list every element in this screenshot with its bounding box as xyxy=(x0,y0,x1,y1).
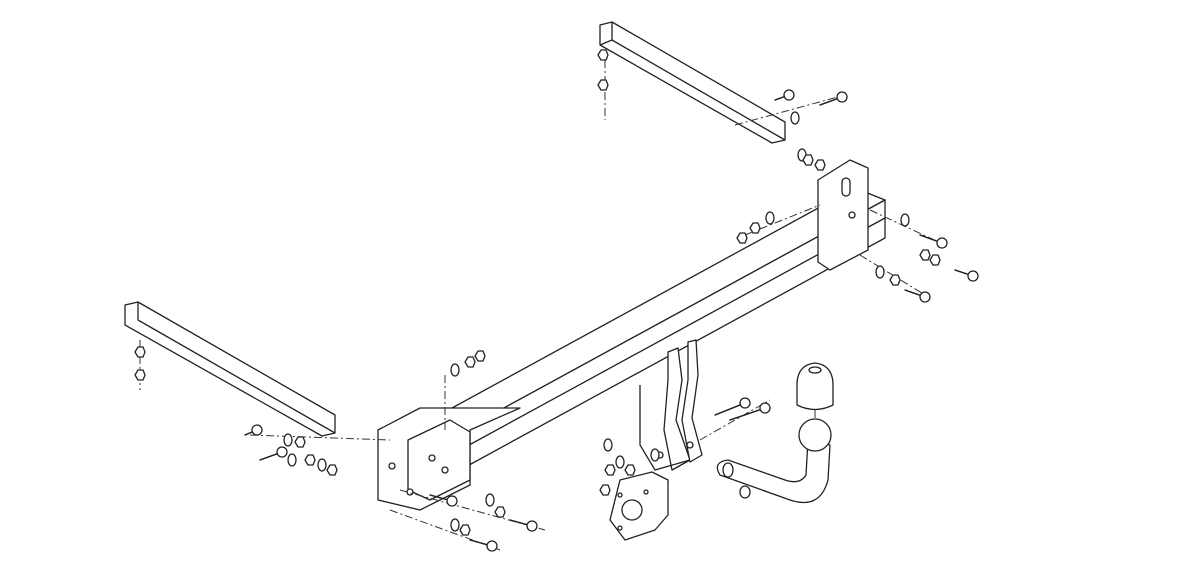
crossbar-beam xyxy=(429,187,886,471)
washer xyxy=(765,211,775,225)
nut xyxy=(134,346,146,358)
nut xyxy=(604,464,616,476)
nut xyxy=(326,464,338,476)
bolt-head xyxy=(836,91,848,103)
nut xyxy=(814,159,826,171)
nut xyxy=(624,464,636,476)
washer xyxy=(287,453,297,467)
washer xyxy=(650,448,660,462)
right-bracket xyxy=(817,159,869,271)
nut xyxy=(736,232,748,244)
washer xyxy=(615,455,625,469)
nut xyxy=(459,524,471,536)
bolt-shank-fill xyxy=(729,407,766,421)
nut xyxy=(919,249,931,261)
nut xyxy=(494,506,506,518)
nut xyxy=(599,484,611,496)
bolt-head xyxy=(967,270,979,282)
nut xyxy=(929,254,941,266)
tow-ball-cap xyxy=(796,362,834,411)
bolt-head xyxy=(276,446,288,458)
washer xyxy=(450,363,460,377)
bolt-head xyxy=(936,237,948,249)
nut xyxy=(597,49,609,61)
nut xyxy=(597,79,609,91)
nut xyxy=(802,154,814,166)
bolt-head xyxy=(759,402,771,414)
bolt-head xyxy=(446,495,458,507)
center-drop-bracket xyxy=(639,339,703,471)
washer xyxy=(790,111,800,125)
left-mounting-arm xyxy=(124,301,336,437)
nut xyxy=(464,356,476,368)
washer xyxy=(317,458,327,472)
electrical-socket-plate xyxy=(609,471,669,541)
washer xyxy=(283,433,293,447)
right-mounting-arm xyxy=(599,21,786,144)
nut xyxy=(889,274,901,286)
washer xyxy=(450,518,460,532)
washer xyxy=(485,493,495,507)
bolt-head xyxy=(739,397,751,409)
bolt-head xyxy=(526,520,538,532)
nut xyxy=(474,350,486,362)
bolt-head xyxy=(919,291,931,303)
nut xyxy=(134,369,146,381)
tow-ball-neck xyxy=(716,418,832,504)
washer xyxy=(875,265,885,279)
nut xyxy=(749,222,761,234)
washer xyxy=(603,438,613,452)
bolt-head xyxy=(783,89,795,101)
nut xyxy=(304,454,316,466)
washer xyxy=(900,213,910,227)
nut xyxy=(294,436,306,448)
fastener-hardware xyxy=(134,49,979,552)
bolt-head xyxy=(251,424,263,436)
bolt-head xyxy=(486,540,498,552)
left-bracket xyxy=(377,407,521,511)
